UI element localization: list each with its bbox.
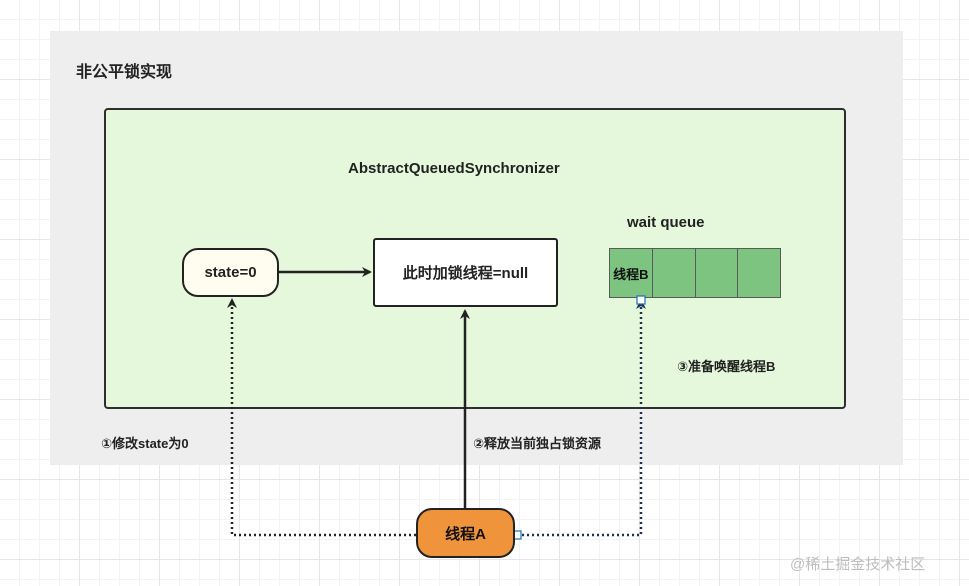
wake-thread-b-arrow [517, 299, 646, 537]
lock-owner-node: 此时加锁线程=null [373, 238, 558, 307]
step-1-label: ①修改state为0 [101, 436, 189, 451]
queue-cell [652, 249, 696, 297]
modify-state-arrow [227, 298, 416, 537]
outer-title: 非公平锁实现 [76, 64, 173, 81]
step-3-label: ③准备唤醒线程B [677, 359, 776, 374]
watermark: @稀土掘金技术社区 [790, 556, 926, 573]
queue-cell [738, 249, 780, 297]
state-node-label: state=0 [204, 264, 257, 281]
thread-a-node: 线程A [416, 508, 515, 558]
aqs-title: AbstractQueuedSynchronizer [348, 160, 560, 177]
wait-queue-title: wait queue [627, 214, 705, 231]
connector-handle [636, 295, 646, 305]
step-2-label: ②释放当前独占锁资源 [473, 436, 602, 451]
queue-cell: 线程B [610, 249, 653, 297]
wait-queue: 线程B [609, 248, 781, 298]
lock-owner-label: 此时加锁线程=null [402, 265, 529, 282]
state-node: state=0 [182, 248, 279, 297]
queue-cell [695, 249, 739, 297]
thread-a-label: 线程A [445, 525, 486, 543]
